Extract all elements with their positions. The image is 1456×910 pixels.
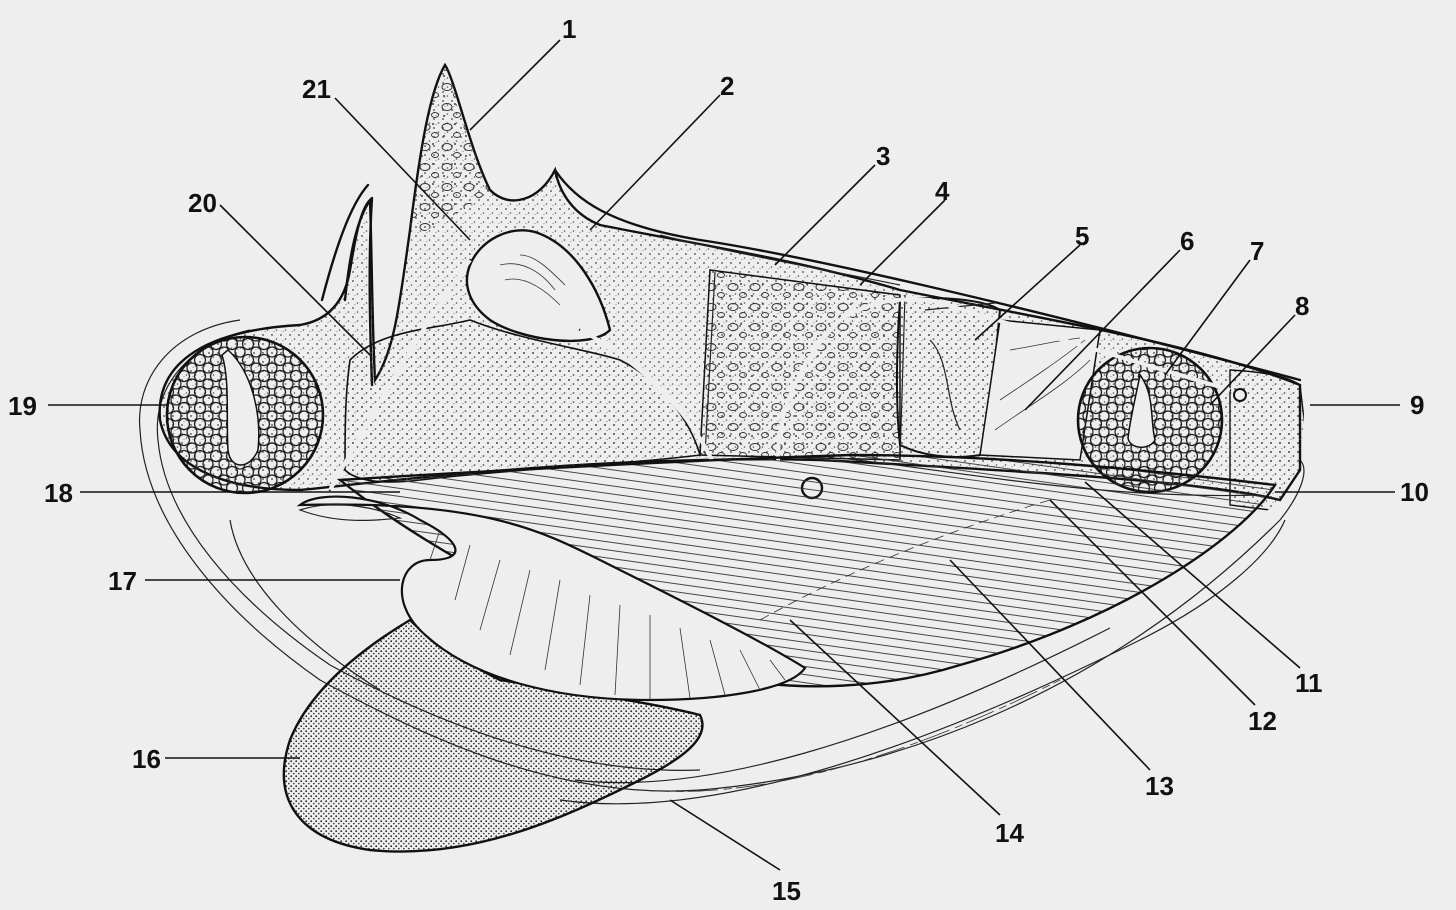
callout-1: 1: [562, 14, 576, 44]
callout-11: 11: [1295, 668, 1323, 698]
callout-12: 12: [1248, 706, 1277, 736]
callout-5: 5: [1075, 221, 1089, 251]
callout-20: 20: [188, 188, 217, 218]
callout-8: 8: [1295, 291, 1309, 321]
callout-14: 14: [995, 818, 1024, 848]
callout-16: 16: [132, 744, 161, 774]
callout-6: 6: [1180, 226, 1194, 256]
callout-15: 15: [772, 876, 801, 906]
left-round-organ: [167, 337, 323, 493]
callout-3: 3: [876, 141, 890, 171]
callout-4: 4: [935, 176, 950, 206]
callout-19: 19: [8, 391, 37, 421]
callout-18: 18: [44, 478, 73, 508]
callout-2: 2: [720, 71, 734, 101]
callout-7: 7: [1250, 236, 1264, 266]
callout-9: 9: [1410, 390, 1424, 420]
callout-17: 17: [108, 566, 137, 596]
callout-21: 21: [302, 74, 331, 104]
callout-10: 10: [1400, 477, 1429, 507]
callout-13: 13: [1145, 771, 1174, 801]
